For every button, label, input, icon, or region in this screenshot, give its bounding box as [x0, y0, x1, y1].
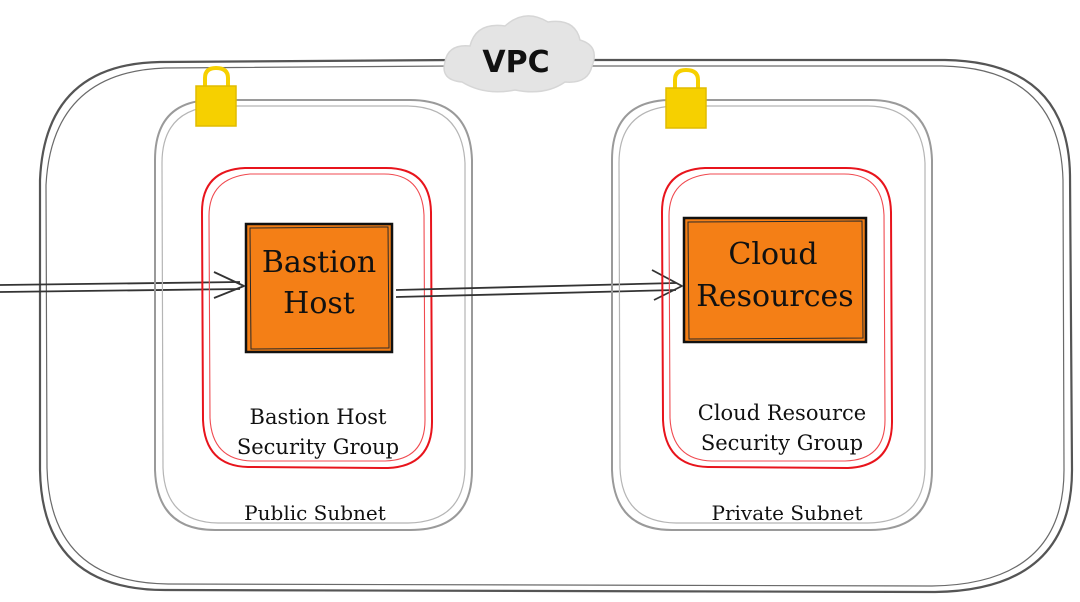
public-subnet: Bastion Host Security Group Bastion Host…	[154, 65, 473, 531]
bastion-host-title-line2: Host	[283, 286, 355, 321]
bastion-to-resources-arrow	[395, 269, 683, 301]
bastion-sg-label-line1: Bastion Host	[250, 405, 387, 429]
cloud-resources-box: Cloud Resources	[682, 216, 868, 344]
vpc-cloud: VPC	[443, 15, 595, 93]
private-subnet: Cloud Resource Security Group Cloud Reso…	[611, 67, 933, 531]
public-subnet-label: Public Subnet	[244, 501, 386, 525]
bastion-sg-label-line2: Security Group	[237, 435, 399, 459]
bastion-host-box: Bastion Host	[244, 222, 394, 354]
cloud-sg-label-line1: Cloud Resource	[698, 401, 866, 425]
vpc-boundary	[38, 58, 1074, 594]
lock-icon	[195, 65, 237, 127]
cloud-resources-title-line1: Cloud	[728, 237, 817, 272]
bastion-host-title-line1: Bastion	[262, 245, 376, 280]
cloud-resource-security-group: Cloud Resource Security Group	[660, 167, 894, 470]
incoming-arrow	[0, 271, 245, 299]
cloud-resources-title-line2: Resources	[696, 279, 853, 314]
cloud-sg-label-line2: Security Group	[701, 431, 863, 455]
bastion-security-group: Bastion Host Security Group	[200, 167, 434, 470]
private-subnet-label: Private Subnet	[711, 501, 862, 525]
lock-icon	[665, 67, 707, 129]
vpc-label: VPC	[482, 45, 549, 80]
